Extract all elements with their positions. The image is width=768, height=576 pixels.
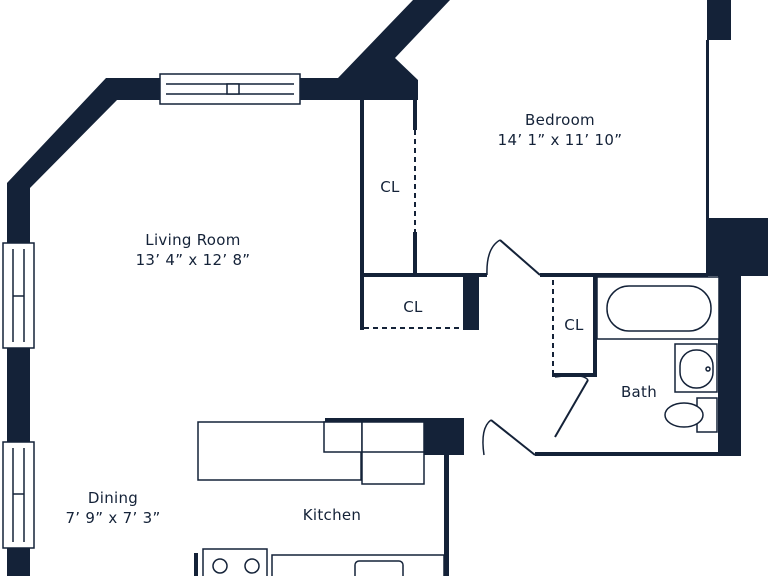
closet-bedroom-label: CL <box>380 178 400 196</box>
interior-walls <box>325 100 718 576</box>
exterior-walls <box>7 0 768 576</box>
refrigerator <box>361 421 425 485</box>
bath-fixtures <box>596 276 720 433</box>
living-room-name: Living Room <box>145 231 241 249</box>
wall-bedroom-south-left <box>417 273 487 277</box>
kitchen-counter-end <box>323 421 363 453</box>
wall-bedroom-closet-upper <box>413 100 417 130</box>
burner-left <box>212 558 228 574</box>
bedroom-label: Bedroom 14’ 1” x 11’ 10” <box>470 110 650 150</box>
wall-east-bath <box>706 218 768 456</box>
kitchen-label: Kitchen <box>302 506 362 524</box>
burner-right <box>244 558 260 574</box>
living-room-dimensions: 13’ 4” x 12’ 8” <box>135 251 251 269</box>
wall-bedroom-closet-lower <box>413 232 417 274</box>
wall-diagonal-northwest <box>7 78 160 243</box>
wall-hall-closet-east <box>463 277 479 330</box>
entry-door <box>482 419 536 456</box>
wall-west-middle <box>7 348 30 442</box>
bedroom-name: Bedroom <box>525 111 595 129</box>
kitchen-fixtures <box>194 421 445 576</box>
dining-label: Dining 7’ 9” x 7’ 3” <box>38 488 188 528</box>
wall-bath-south <box>535 452 718 456</box>
closet-openings <box>364 130 554 373</box>
kitchen-sink <box>354 560 404 576</box>
closet-hall-label: CL <box>403 298 423 316</box>
wall-bedroom-south-right <box>540 273 708 277</box>
window-top <box>159 73 301 105</box>
bedroom-door <box>486 239 541 276</box>
counter-edge <box>194 553 198 576</box>
doors <box>482 239 589 456</box>
living-room-label: Living Room 13’ 4” x 12’ 8” <box>103 230 283 270</box>
dining-dimensions: 7’ 9” x 7’ 3” <box>65 509 161 527</box>
wall-closet-west <box>360 100 364 330</box>
bathtub <box>596 276 720 340</box>
dining-name: Dining <box>87 489 139 507</box>
wall-east-bedroom <box>706 40 709 220</box>
wall-kitchen-pillar <box>424 418 464 455</box>
wall-kitchen-east <box>444 455 449 576</box>
windows <box>2 73 301 549</box>
window-west-upper <box>2 242 35 349</box>
sink <box>674 343 718 393</box>
wall-diagonal-northeast <box>338 0 450 100</box>
bath-label: Bath <box>620 383 658 401</box>
wall-west-lower <box>7 548 30 576</box>
bedroom-dimensions: 14’ 1” x 11’ 10” <box>497 131 623 149</box>
wall-bath-closet-divider <box>593 277 597 377</box>
closet-bath-label: CL <box>564 316 584 334</box>
window-west-lower <box>2 441 35 549</box>
wall-kitchen-top <box>325 418 425 422</box>
wall-east-upper <box>707 0 731 40</box>
toilet <box>664 397 718 433</box>
bath-door <box>554 374 589 438</box>
